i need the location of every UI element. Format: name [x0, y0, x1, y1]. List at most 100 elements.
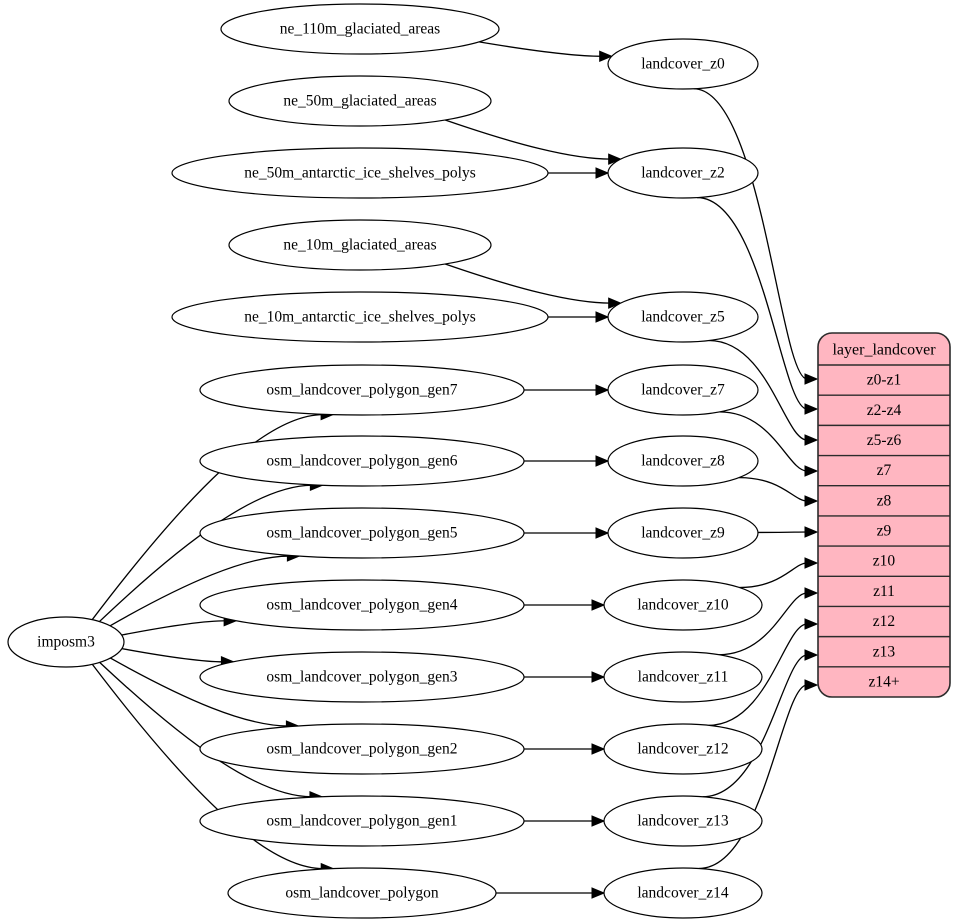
node-label: osm_landcover_polygon — [285, 885, 439, 902]
edge-ne_110m_glaciated_areas-to-landcover_z0 — [478, 41, 602, 57]
node-shape-table — [199, 579, 525, 631]
node-shape-table — [199, 435, 525, 487]
node-ne_10m_glaciated_areas[interactable]: ne_10m_glaciated_areas — [228, 219, 492, 271]
node-imposm3[interactable]: imposm3 — [7, 616, 125, 668]
node-landcover_z12[interactable]: landcover_z12 — [603, 723, 763, 775]
edge-arrowhead — [591, 743, 606, 755]
edge-arrowhead — [599, 50, 613, 63]
node-label: landcover_z0 — [641, 56, 725, 73]
node-landcover_z14[interactable]: landcover_z14 — [603, 867, 763, 919]
record-row-z12[interactable]: z12 — [818, 606, 950, 636]
record-row-label: z14+ — [868, 673, 899, 690]
node-ne_50m_antarctic_ice_shelves_polys[interactable]: ne_50m_antarctic_ice_shelves_polys — [171, 147, 549, 199]
record-row-label: z11 — [873, 583, 895, 600]
edge-arrowhead — [595, 455, 610, 467]
node-label: landcover_z7 — [641, 382, 725, 399]
node-landcover_z5[interactable]: landcover_z5 — [607, 291, 759, 343]
node-osm_landcover_polygon_gen1[interactable]: osm_landcover_polygon_gen1 — [199, 795, 525, 847]
node-label: landcover_z13 — [637, 813, 728, 830]
node-label: landcover_z8 — [641, 453, 725, 470]
node-landcover_z13[interactable]: landcover_z13 — [603, 795, 763, 847]
node-label: landcover_z11 — [638, 669, 729, 686]
record-row-label: z8 — [877, 492, 892, 509]
node-osm_landcover_polygon_gen3[interactable]: osm_landcover_polygon_gen3 — [199, 651, 525, 703]
node-shape-table — [199, 795, 525, 847]
record-node-layer-landcover[interactable]: layer_landcoverz0-z1z2-z4z5-z6z7z8z9z10z… — [817, 332, 951, 698]
node-shape-table — [199, 723, 525, 775]
edge-arrowhead — [804, 649, 819, 661]
node-label: osm_landcover_polygon_gen5 — [266, 525, 457, 542]
record-outline — [817, 332, 951, 698]
edge-arrowhead — [804, 465, 819, 477]
record-row-label: z13 — [873, 643, 896, 660]
record-node-layer: layer_landcoverz0-z1z2-z4z5-z6z7z8z9z10z… — [817, 332, 951, 698]
node-landcover_z8[interactable]: landcover_z8 — [607, 435, 759, 487]
node-landcover_z0[interactable]: landcover_z0 — [607, 38, 759, 90]
node-osm_landcover_polygon_gen5[interactable]: osm_landcover_polygon_gen5 — [199, 507, 525, 559]
node-osm_landcover_polygon_gen6[interactable]: osm_landcover_polygon_gen6 — [199, 435, 525, 487]
node-shape-table — [228, 75, 492, 127]
node-shape-layer — [603, 579, 763, 631]
node-shape-layer — [607, 291, 759, 343]
record-row-z5-z6[interactable]: z5-z6 — [818, 425, 950, 455]
node-label: osm_landcover_polygon_gen2 — [266, 741, 457, 758]
edge-arrowhead — [804, 495, 819, 507]
node-ne_10m_antarctic_ice_shelves_polys[interactable]: ne_10m_antarctic_ice_shelves_polys — [171, 291, 549, 343]
node-shape-table — [199, 507, 525, 559]
node-osm_landcover_polygon_gen2[interactable]: osm_landcover_polygon_gen2 — [199, 723, 525, 775]
record-row-label: z0-z1 — [867, 372, 901, 389]
node-ne_50m_glaciated_areas[interactable]: ne_50m_glaciated_areas — [228, 75, 492, 127]
node-landcover_z10[interactable]: landcover_z10 — [603, 579, 763, 631]
record-row-label: z9 — [877, 523, 892, 540]
node-label: landcover_z5 — [641, 309, 725, 326]
edge-arrowhead — [591, 671, 606, 683]
node-ne_110m_glaciated_areas[interactable]: ne_110m_glaciated_areas — [220, 3, 500, 55]
node-shape-table — [199, 364, 525, 416]
record-row-z10[interactable]: z10 — [818, 546, 950, 576]
edge-imposm3-to-osm_landcover_polygon_gen5 — [109, 555, 290, 627]
record-row-z9[interactable]: z9 — [818, 516, 950, 546]
record-row-label: z5-z6 — [867, 432, 902, 449]
node-osm_landcover_polygon_gen4[interactable]: osm_landcover_polygon_gen4 — [199, 579, 525, 631]
node-shape-table — [199, 651, 525, 703]
node-landcover_z2[interactable]: landcover_z2 — [607, 147, 759, 199]
edge-arrowhead — [804, 434, 819, 446]
record-row-z2-z4[interactable]: z2-z4 — [818, 395, 950, 425]
node-label: landcover_z12 — [637, 741, 728, 758]
edge-landcover_z10-to-layer_landcover-z10 — [739, 562, 808, 589]
record-row-z7[interactable]: z7 — [818, 456, 950, 486]
edge-arrowhead — [595, 167, 610, 179]
edge-arrowhead — [608, 153, 622, 165]
node-landcover_z9[interactable]: landcover_z9 — [607, 507, 759, 559]
record-row-z8[interactable]: z8 — [818, 486, 950, 516]
node-osm_landcover_polygon[interactable]: osm_landcover_polygon — [227, 867, 497, 919]
edges-layer — [91, 41, 819, 899]
record-row-z11[interactable]: z11 — [818, 576, 950, 606]
record-row-z0-z1[interactable]: z0-z1 — [818, 365, 950, 395]
edge-landcover_z2-to-layer_landcover-z2-z4 — [697, 196, 808, 410]
node-shape-table — [228, 219, 492, 271]
node-landcover_z7[interactable]: landcover_z7 — [607, 364, 759, 416]
record-row-z14plus[interactable]: z14+ — [818, 667, 950, 697]
node-label: landcover_z9 — [641, 525, 725, 542]
node-label: landcover_z14 — [637, 885, 728, 902]
node-label: landcover_z10 — [637, 597, 728, 614]
record-row-label: z10 — [873, 553, 896, 570]
node-label: osm_landcover_polygon_gen7 — [266, 382, 457, 399]
node-shape-layer — [603, 867, 763, 919]
node-label: ne_50m_glaciated_areas — [283, 93, 436, 110]
record-row-z13[interactable]: z13 — [818, 637, 950, 667]
edge-landcover_z11-to-layer_landcover-z11 — [718, 592, 808, 656]
edge-arrowhead — [804, 557, 819, 569]
edge-landcover_z12-to-layer_landcover-z12 — [708, 623, 808, 726]
node-osm_landcover_polygon_gen7[interactable]: osm_landcover_polygon_gen7 — [199, 364, 525, 416]
edge-arrowhead — [608, 297, 622, 309]
node-label: osm_landcover_polygon_gen6 — [266, 453, 457, 470]
record-row-label: z2-z4 — [867, 402, 902, 419]
node-landcover_z11[interactable]: landcover_z11 — [603, 651, 763, 703]
node-label: osm_landcover_polygon_gen4 — [266, 597, 457, 614]
edge-arrowhead — [804, 403, 819, 415]
edge-landcover_z0-to-layer_landcover-z0-z1 — [693, 88, 808, 380]
